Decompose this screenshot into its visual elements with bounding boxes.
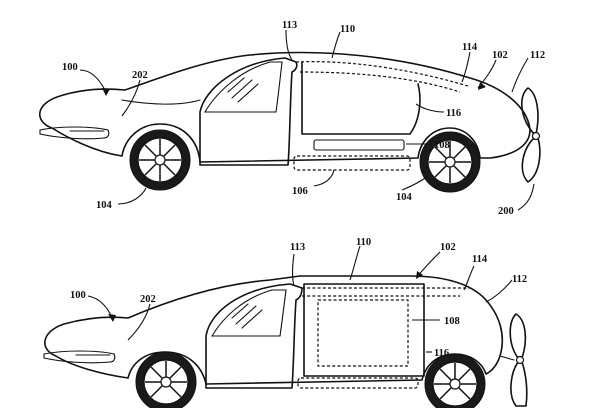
ref-106: 106 [292, 186, 308, 197]
ref-100-bottom: 100 [70, 290, 86, 301]
ref-202: 202 [132, 70, 148, 81]
propeller-bottom [500, 314, 527, 406]
propeller-200 [522, 88, 540, 182]
ref-202-bottom: 202 [140, 294, 156, 305]
ref-114-bottom: 114 [472, 254, 488, 265]
ref-102-bottom: 102 [440, 242, 456, 253]
ref-110-bottom: 110 [356, 237, 371, 248]
ref-116: 116 [446, 108, 461, 119]
panel-108-bottom [318, 300, 408, 366]
roof-line-110 [296, 62, 468, 86]
rear-wheel-bottom [425, 354, 485, 408]
ref-112: 112 [530, 50, 545, 61]
ref-110: 110 [340, 24, 355, 35]
vehicle-figure-bottom: 100 202 113 110 102 114 112 108 116 [44, 237, 527, 408]
rear-door-116 [302, 62, 420, 134]
ref-114: 114 [462, 42, 478, 53]
rear-wheel [420, 132, 480, 192]
ref-113-bottom: 113 [290, 242, 305, 253]
ref-108: 108 [434, 140, 450, 151]
front-wheel [130, 130, 190, 190]
ref-104-front: 104 [96, 200, 113, 211]
ref-200: 200 [498, 206, 514, 217]
panel-108 [314, 140, 404, 150]
rear-door-116-bottom [304, 284, 424, 376]
ref-100: 100 [62, 62, 78, 73]
headlight [40, 127, 109, 139]
ref-116-bottom: 116 [434, 348, 449, 359]
ref-102: 102 [492, 50, 508, 61]
ref-112-bottom: 112 [512, 274, 527, 285]
front-wheel-bottom [136, 352, 196, 408]
ref-108-bottom: 108 [444, 316, 460, 327]
ref-104-rear: 104 [396, 192, 413, 203]
vehicle-figure-top: 100 202 113 110 114 102 112 116 108 106 … [40, 20, 545, 217]
ref-113: 113 [282, 20, 297, 31]
